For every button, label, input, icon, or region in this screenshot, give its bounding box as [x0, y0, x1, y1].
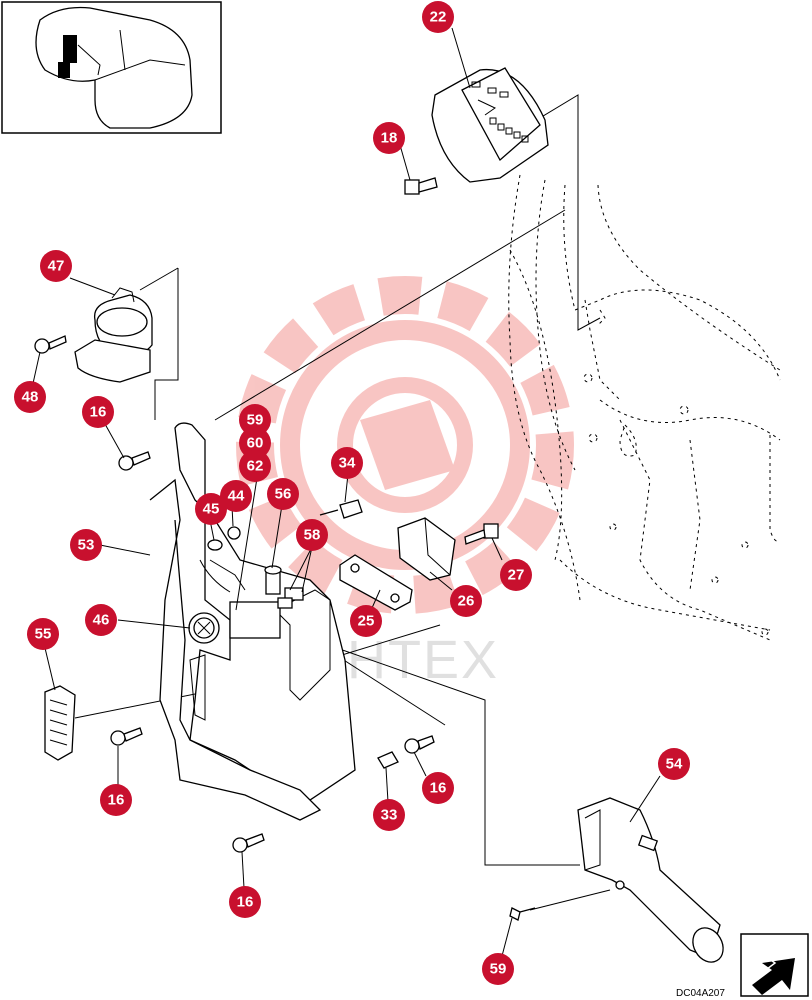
callout-16-bottom[interactable]: 16: [229, 886, 261, 918]
svg-text:22: 22: [430, 9, 447, 26]
part-45-washer: [207, 539, 223, 551]
svg-text:16: 16: [430, 780, 447, 797]
callout-59-bottom[interactable]: 59: [482, 953, 514, 985]
drawing-code: DC04A207: [676, 988, 725, 999]
svg-text:59: 59: [247, 412, 264, 429]
svg-text:27: 27: [508, 567, 525, 584]
callout-26[interactable]: 26: [450, 585, 482, 617]
callout-18[interactable]: 18: [373, 122, 405, 154]
callout-62[interactable]: 62: [239, 450, 271, 482]
svg-text:44: 44: [228, 488, 245, 505]
callout-58[interactable]: 58: [296, 519, 328, 551]
svg-text:34: 34: [339, 455, 356, 472]
part-16-screw-d: [404, 735, 435, 754]
part-48-screw: [34, 335, 67, 354]
svg-text:55: 55: [35, 626, 52, 643]
part-16-screw-c: [232, 833, 265, 853]
svg-text:46: 46: [93, 612, 110, 629]
callout-33[interactable]: 33: [373, 799, 405, 831]
svg-text:26: 26: [458, 593, 475, 610]
forward-arrow-icon: [740, 933, 809, 997]
callout-48[interactable]: 48: [14, 381, 46, 413]
svg-text:45: 45: [203, 501, 220, 518]
callout-lines: [31, 27, 661, 957]
svg-text:53: 53: [78, 537, 95, 554]
part-58-bracket: [339, 554, 413, 611]
callout-45[interactable]: 45: [195, 493, 227, 525]
svg-text:33: 33: [381, 807, 398, 824]
part-27-bolt: [464, 523, 499, 545]
part-33-clip: [377, 751, 399, 769]
svg-text:54: 54: [666, 756, 683, 773]
callout-56[interactable]: 56: [267, 478, 299, 510]
callout-60[interactable]: 60: [239, 427, 271, 459]
callout-16-top[interactable]: 16: [82, 396, 114, 428]
svg-text:48: 48: [22, 389, 39, 406]
svg-text:16: 16: [237, 894, 254, 911]
part-44-nut: [227, 526, 241, 540]
svg-text:16: 16: [108, 792, 125, 809]
part-16-screw-b: [110, 727, 143, 746]
callout-53[interactable]: 53: [70, 529, 102, 561]
callout-46[interactable]: 46: [85, 604, 117, 636]
svg-text:59: 59: [490, 961, 507, 978]
callout-59-top[interactable]: 59: [239, 404, 271, 436]
svg-text:18: 18: [381, 130, 398, 147]
svg-text:16: 16: [90, 404, 107, 421]
part-26-relay: [397, 517, 456, 581]
callout-44[interactable]: 44: [220, 480, 252, 512]
callout-16-left[interactable]: 16: [100, 784, 132, 816]
callout-54[interactable]: 54: [658, 748, 690, 780]
svg-text:47: 47: [48, 258, 65, 275]
svg-text:60: 60: [247, 435, 264, 452]
callout-25[interactable]: 25: [350, 605, 382, 637]
callout-16-right[interactable]: 16: [422, 772, 454, 804]
cab-overview-inset: [1, 1, 222, 134]
callout-27[interactable]: 27: [500, 559, 532, 591]
part-54-air-duct: [577, 797, 724, 963]
svg-text:62: 62: [247, 458, 264, 475]
part-55-vent-grille: [44, 685, 76, 761]
svg-text:56: 56: [275, 486, 292, 503]
part-53-side-panel: [149, 422, 356, 821]
part-16-screw-a: [118, 451, 151, 471]
cab-frame-outline: [508, 174, 781, 641]
callout-47[interactable]: 47: [40, 250, 72, 282]
part-22-fuse-box: [431, 67, 549, 183]
part-46-grommet: [188, 612, 220, 644]
part-18-bolt: [404, 177, 438, 195]
svg-text:25: 25: [358, 613, 375, 630]
part-59-screw: [509, 907, 536, 921]
callout-55[interactable]: 55: [27, 618, 59, 650]
callout-22[interactable]: 22: [422, 1, 454, 33]
part-56-connector: [264, 565, 304, 609]
part-34-bolt: [319, 499, 363, 519]
callout-34[interactable]: 34: [331, 447, 363, 479]
svg-text:58: 58: [304, 527, 321, 544]
part-47-cup-holder: [74, 287, 153, 383]
